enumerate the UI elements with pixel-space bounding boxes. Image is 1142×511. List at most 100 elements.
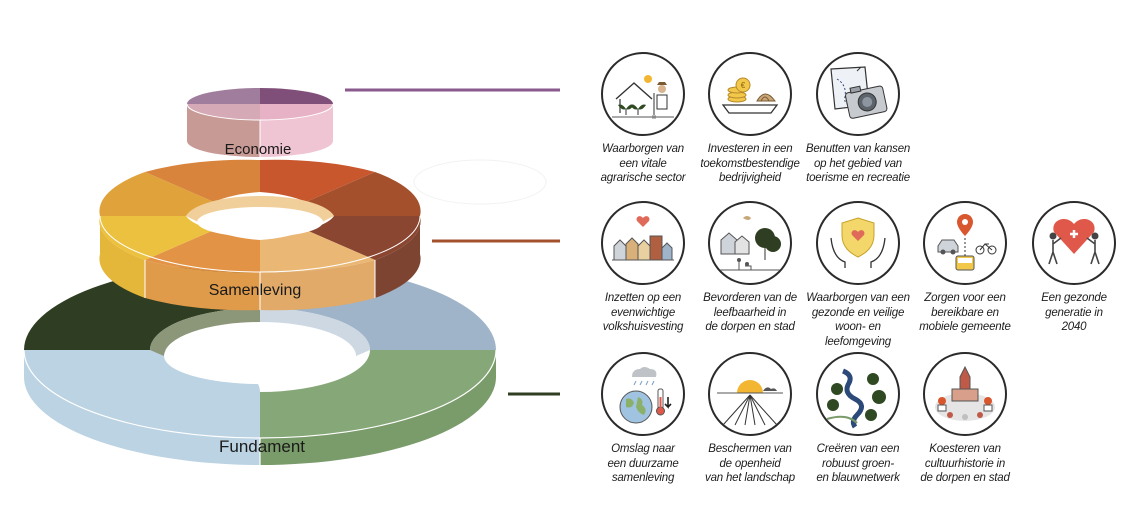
theme-caption-line: bedrijvigheid — [719, 172, 781, 184]
theme-caption-line: toekomstbestendige — [700, 157, 800, 170]
fundament-inner-wall-right — [260, 308, 370, 356]
camera-map-icon — [816, 52, 900, 136]
theme-caption-line: mobiele gemeente — [919, 321, 1011, 333]
theme-veilige-leefomgeving: Waarborgen van een gezonde en veilige woon… — [804, 201, 912, 349]
samenleving-hole — [197, 207, 323, 237]
theme-caption-line: en blauwnetwerk — [816, 472, 900, 484]
theme-caption-line: volkshuisvesting — [602, 321, 684, 333]
theme-caption-line: Omslag naar — [611, 443, 675, 455]
theme-caption-line: de dorpen en stad — [705, 321, 795, 333]
theme-caption-line: Investeren in een — [707, 143, 793, 155]
layer-stack-diagram: Fundament Samenleving — [23, 88, 560, 465]
theme-caption: Creëren van een robuust groen-en blauwnet… — [804, 442, 912, 486]
theme-caption-line: Waarborgen van een — [806, 292, 910, 304]
fundament-side-left — [24, 350, 260, 465]
faint-ellipse — [413, 159, 547, 205]
theme-caption-line: Inzetten op een — [604, 292, 682, 304]
fundament-top-br — [260, 350, 496, 438]
samenleving-label: Samenleving — [209, 282, 302, 299]
svg-text:€: € — [741, 81, 746, 90]
economie-top-br — [260, 104, 333, 120]
theme-caption-line: samenleving — [611, 472, 675, 484]
theme-caption-line: evenwichtige — [610, 306, 676, 319]
globe-weather-icon — [601, 352, 685, 436]
theme-caption-line: agrarische sector — [600, 172, 686, 184]
theme-leefbaarheid: Bevorderen van de leefbaarheid in de dorpe… — [696, 201, 804, 335]
theme-toekomstbestendige-bedrijvigheid: € Investeren in een toekomstbestendige bed… — [696, 52, 804, 186]
samenleving-side-1 — [99, 216, 145, 298]
economie-top-tl — [187, 88, 260, 104]
theme-caption-line: generatie in — [1045, 306, 1103, 319]
theme-duurzame-samenleving: Omslag naar een duurzame samenleving — [589, 352, 697, 486]
theme-cultuurhistorie: Koesteren van cultuurhistorie in de dorpen… — [911, 352, 1019, 486]
village-people-icon — [708, 201, 792, 285]
theme-caption: Beschermen van de openheid van het landsch… — [696, 442, 804, 486]
farm-icon — [601, 52, 685, 136]
theme-caption-line: Een gezonde — [1041, 292, 1107, 304]
layer-economie: Economie — [186, 88, 334, 158]
theme-caption-line: 2040 — [1061, 321, 1087, 333]
theme-caption-line: Beschermen van — [708, 443, 792, 455]
theme-openheid-landschap: Beschermen van de openheid van het landsch… — [696, 352, 804, 486]
fundament-side-right — [260, 350, 496, 465]
theme-groen-blauwnetwerk: Creëren van een robuust groen-en blauwnet… — [804, 352, 912, 486]
theme-caption-line: een duurzame — [607, 457, 679, 470]
theme-caption-line: Bevorderen van de — [703, 292, 797, 304]
theme-volkshuisvesting: Inzetten op een evenwichtige volkshuisvest… — [589, 201, 697, 335]
theme-vitale-agrarische-sector: Waarborgen van een vitale agrarische secto… — [589, 52, 697, 186]
fundament-hole — [164, 328, 356, 384]
samenleving-top-1 — [99, 172, 214, 216]
theme-caption: Een gezonde generatie in 2040 — [1020, 291, 1128, 335]
theme-caption: Investeren in een toekomstbestendige bedri… — [696, 142, 804, 186]
economie-label: Economie — [225, 141, 292, 158]
theme-caption-line: de openheid — [719, 457, 781, 470]
samenleving-side-4 — [375, 216, 421, 298]
economie-side-left — [187, 104, 260, 157]
fundament-inner-wall-left — [150, 308, 260, 356]
river-trees-icon — [816, 352, 900, 436]
theme-caption-line: cultuurhistorie in — [924, 457, 1006, 470]
theme-caption-line: Benutten van kansen — [805, 143, 911, 155]
samenleving-top-3 — [260, 159, 375, 202]
theme-caption-line: van het landschap — [705, 472, 795, 484]
samenleving-top-5 — [306, 216, 421, 260]
theme-caption-line: gezonde en veilige — [811, 306, 905, 319]
houses-heart-icon — [601, 201, 685, 285]
theme-caption-line: bereikbare en — [931, 306, 999, 319]
theme-caption-line: Koesteren van — [929, 443, 1001, 455]
samenleving-top-4 — [306, 172, 421, 216]
samenleving-inner-wall — [186, 195, 334, 222]
theme-caption: Inzetten op een evenwichtige volkshuisvest… — [589, 291, 697, 335]
coins-scale-icon: € — [708, 52, 792, 136]
sunrise-fields-icon — [708, 352, 792, 436]
theme-caption-line: een vitale — [619, 157, 667, 170]
heart-people-icon — [1032, 201, 1116, 285]
economie-top-bl — [187, 104, 260, 120]
theme-caption: Waarborgen van een gezonde en veilige woon… — [804, 291, 912, 349]
economie-side-right — [260, 104, 333, 157]
samenleving-side-3 — [260, 260, 375, 311]
theme-caption-line: robuust groen- — [822, 457, 894, 470]
church-village-icon — [923, 352, 1007, 436]
economie-top-tr — [260, 88, 333, 104]
samenleving-top-8 — [99, 216, 214, 260]
samenleving-top-2 — [145, 159, 260, 202]
theme-caption-line: woon- en leefomgeving — [824, 321, 891, 348]
layer-samenleving: Samenleving — [99, 159, 421, 311]
theme-caption-line: leefbaarheid in — [713, 306, 787, 319]
theme-caption: Waarborgen van een vitale agrarische secto… — [589, 142, 697, 186]
theme-gezonde-generatie: Een gezonde generatie in 2040 — [1020, 201, 1128, 335]
shield-hands-icon — [816, 201, 900, 285]
theme-caption: Koesteren van cultuurhistorie in de dorpen… — [911, 442, 1019, 486]
theme-caption-line: Waarborgen van — [601, 143, 684, 155]
samenleving-top-7 — [145, 230, 260, 273]
theme-caption-line: Creëren van een — [816, 443, 900, 455]
samenleving-side-2 — [145, 260, 260, 311]
theme-caption-line: de dorpen en stad — [920, 472, 1010, 484]
theme-caption-line: op het gebied van — [813, 157, 903, 170]
theme-caption: Omslag naar een duurzame samenleving — [589, 442, 697, 486]
